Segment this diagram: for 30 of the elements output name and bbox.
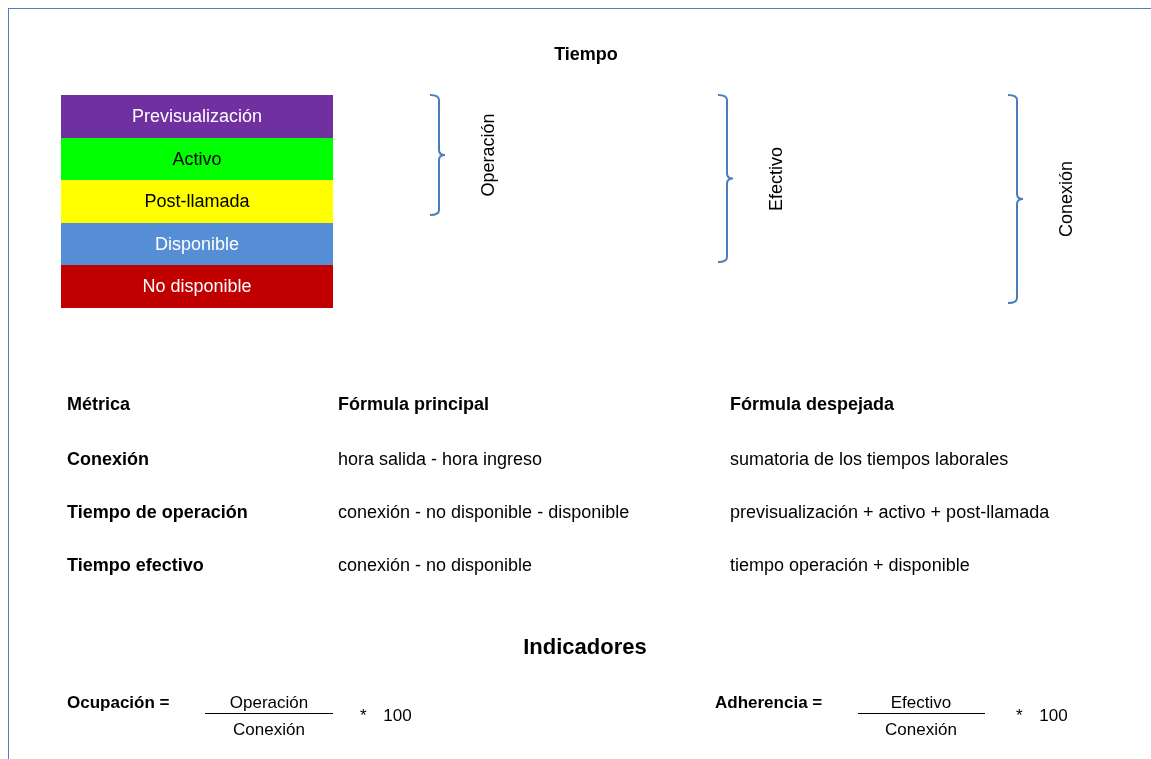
diagram-title: Tiempo (553, 44, 619, 65)
metric-name: Conexión (67, 448, 149, 470)
time-band: Disponible (61, 222, 333, 266)
indicator-name: Adherencia = (715, 693, 823, 713)
fraction-numerator: Operación (228, 693, 310, 713)
metric-name: Tiempo de operación (67, 501, 248, 523)
fraction-numerator: Efectivo (889, 693, 953, 713)
formula-text: hora salida - hora ingreso (338, 448, 543, 470)
bracket-label: Conexión (1055, 159, 1077, 240)
indicator-name: Ocupación = (67, 693, 170, 713)
fraction-denominator: Conexión (232, 720, 306, 740)
column-header: Fórmula despejada (730, 393, 895, 415)
time-band: Post-llamada (61, 180, 333, 224)
column-header: Fórmula principal (338, 393, 490, 415)
formula-text: sumatoria de los tiempos laborales (730, 448, 1009, 470)
fraction-denominator: Conexión (884, 720, 958, 740)
column-header: Métrica (67, 393, 131, 415)
formula-text: previsualización + activo + post-llamada (730, 501, 1050, 523)
formula-text: tiempo operación + disponible (730, 554, 970, 576)
multiplier-text: * 100 (1016, 706, 1068, 726)
formula-text: conexión - no disponible (338, 554, 533, 576)
time-band: No disponible (61, 265, 333, 309)
bracket-label: Operación (477, 112, 499, 199)
section-heading: Indicadores (522, 634, 648, 660)
bracket-label: Efectivo (765, 145, 787, 213)
metric-name: Tiempo efectivo (67, 554, 204, 576)
formula-text: conexión - no disponible - disponible (338, 501, 630, 523)
multiplier-text: * 100 (360, 706, 412, 726)
time-band: Previsualización (61, 95, 333, 138)
time-band: Activo (61, 137, 333, 181)
